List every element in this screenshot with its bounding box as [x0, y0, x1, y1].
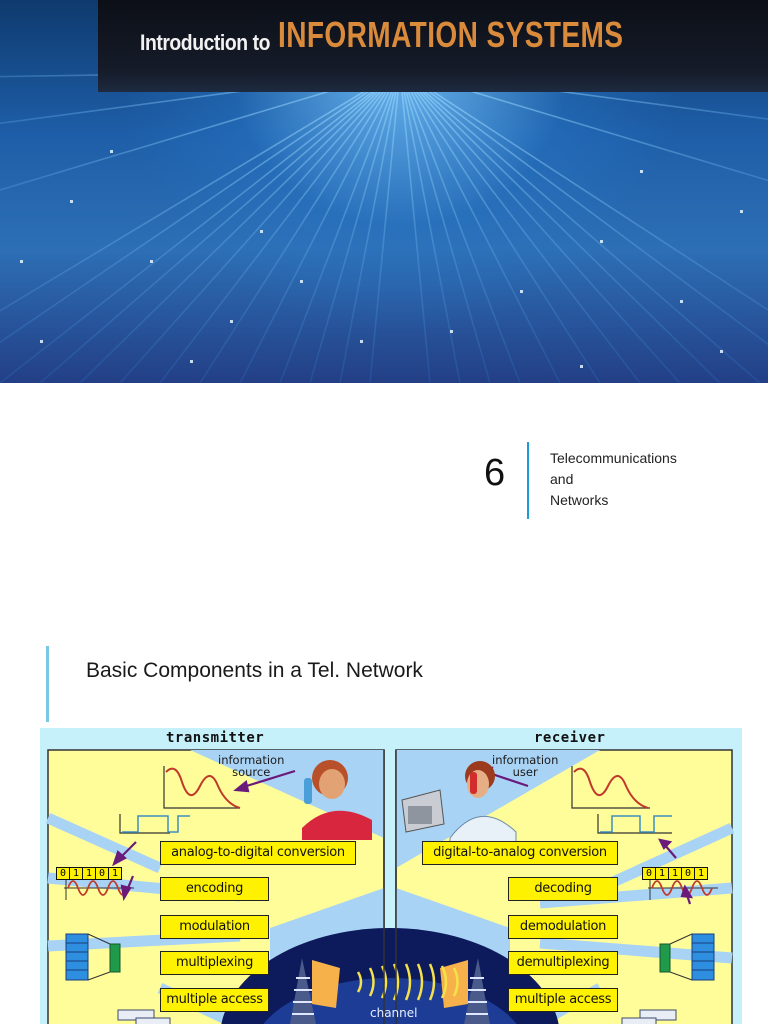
information-user-label: information user: [492, 753, 559, 779]
chapter-divider: [527, 442, 529, 519]
chapter-number: 6: [484, 452, 506, 494]
receive-tower: [440, 958, 490, 1024]
book-title: Introduction to INFORMATION SYSTEMS: [140, 14, 721, 56]
step-multiple-access-rx: multiple access: [508, 988, 618, 1012]
chapter-title: Telecommunications and Networks: [550, 448, 677, 511]
receiver-label: receiver: [534, 730, 606, 746]
chapter-title-line: Networks: [550, 492, 609, 508]
telecom-network-diagram: transmitter receiver information source …: [40, 728, 742, 1024]
cover-title-bar: [98, 0, 768, 92]
step-modulation: modulation: [160, 915, 269, 939]
step-decoding: decoding: [508, 877, 618, 901]
book-title-main: INFORMATION SYSTEMS: [278, 14, 624, 55]
step-multiplexing: multiplexing: [160, 951, 269, 975]
step-demultiplexing: demultiplexing: [508, 951, 618, 975]
chapter-title-line: and: [550, 471, 574, 487]
person-speaking: [302, 760, 372, 840]
step-encoding: encoding: [160, 877, 269, 901]
mux-graphic: [65, 933, 715, 981]
transmitter-bits: 0 1 1 0 1: [56, 867, 122, 880]
transmitter-label: transmitter: [166, 730, 265, 746]
section-accent-bar: [46, 646, 49, 722]
cover-banner-image: Introduction to INFORMATION SYSTEMS: [0, 0, 768, 383]
transmit-tower: [290, 958, 340, 1024]
step-demodulation: demodulation: [508, 915, 618, 939]
information-source-label: information source: [218, 753, 285, 779]
book-title-prefix: Introduction to: [140, 30, 270, 55]
person-listening: [401, 761, 517, 843]
step-analog-to-digital: analog-to-digital conversion: [160, 841, 356, 865]
step-digital-to-analog: digital-to-analog conversion: [422, 841, 618, 865]
diagram-artwork: [45, 749, 735, 1024]
chapter-title-line: Telecommunications: [550, 450, 677, 466]
receiver-bits: 0 1 1 0 1: [642, 867, 708, 880]
section-title: Basic Components in a Tel. Network: [86, 659, 423, 682]
step-multiple-access-tx: multiple access: [160, 988, 269, 1012]
channel-label: channel: [370, 1006, 418, 1020]
